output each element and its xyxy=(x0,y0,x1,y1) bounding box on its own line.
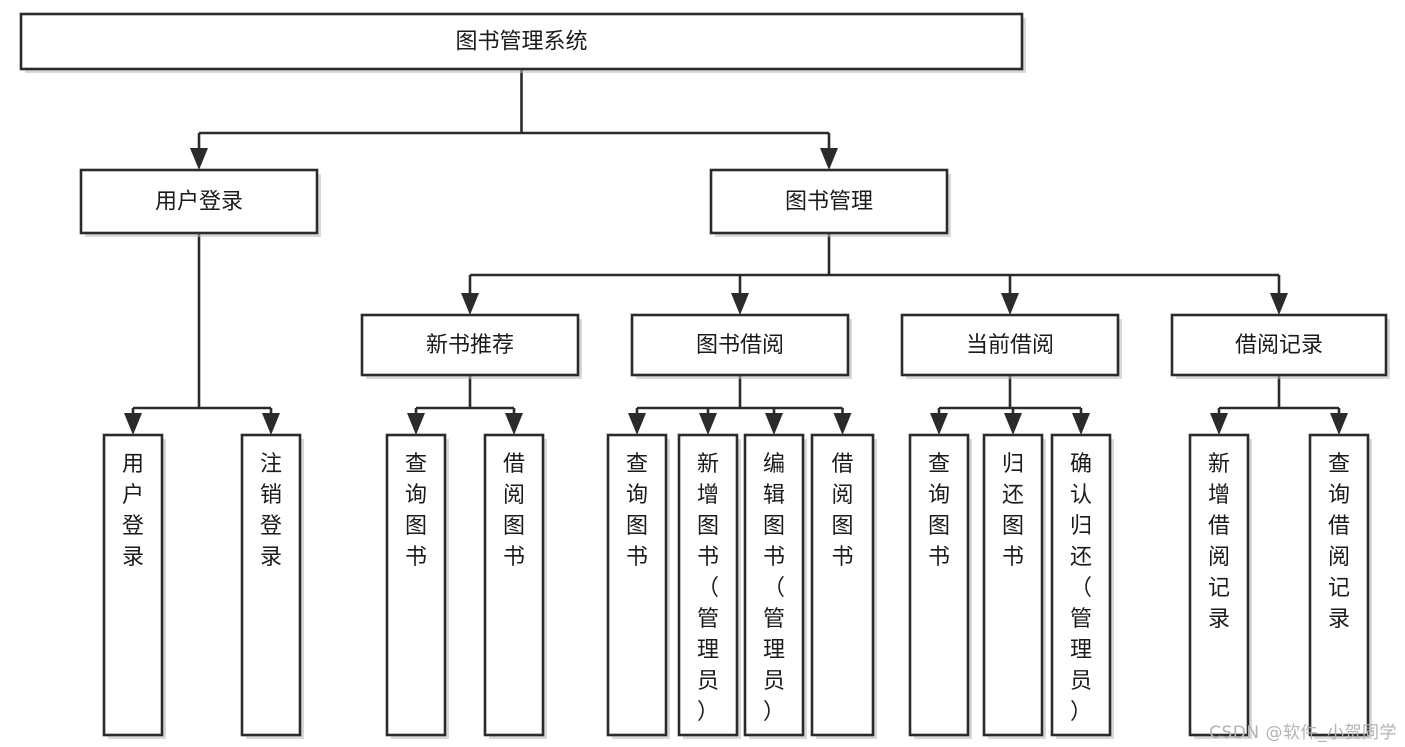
node-bb-edit-book[interactable]: 编辑图书（管理员） xyxy=(743,433,807,739)
node-current-borrow[interactable]: 当前借阅 xyxy=(900,313,1122,379)
node-label: 借阅记录 xyxy=(1235,333,1323,358)
node-label: 新增图书（管理员） xyxy=(697,452,719,725)
node-cb-confirm-return[interactable]: 确认归还（管理员） xyxy=(1050,433,1114,739)
node-rect[interactable] xyxy=(1050,433,1112,737)
arrow-head-icon xyxy=(407,413,425,435)
node-label: 新增借阅记录 xyxy=(1208,452,1230,632)
node-book-manage[interactable]: 图书管理 xyxy=(709,168,951,237)
node-label: 归还图书 xyxy=(1002,452,1024,570)
arrow-head-icon xyxy=(628,413,646,435)
node-rect[interactable] xyxy=(1308,433,1370,737)
arrow-head-icon xyxy=(262,413,280,435)
node-book-borrow[interactable]: 图书借阅 xyxy=(630,313,852,379)
node-layer: 图书管理系统用户登录图书管理用户登录注销登录新书推荐查询图书借阅图书图书借阅查询… xyxy=(19,12,1390,739)
node-rect[interactable] xyxy=(1170,313,1388,377)
arrow-head-icon xyxy=(1330,413,1348,435)
arrow-head-icon xyxy=(1210,413,1228,435)
arrow-head-icon xyxy=(820,148,838,170)
node-cb-query-book[interactable]: 查询图书 xyxy=(908,433,972,739)
node-label: 用户登录 xyxy=(122,452,144,570)
node-rect[interactable] xyxy=(1188,433,1250,737)
node-label: 查询借阅记录 xyxy=(1328,452,1350,632)
node-rect[interactable] xyxy=(102,433,164,737)
node-label: 图书管理系统 xyxy=(455,30,587,55)
arrow-head-icon xyxy=(699,413,717,435)
node-rect[interactable] xyxy=(677,433,739,737)
arrow-head-icon xyxy=(731,293,749,315)
node-new-book-recommend[interactable]: 新书推荐 xyxy=(360,313,582,379)
arrow-head-icon xyxy=(930,413,948,435)
node-label: 当前借阅 xyxy=(966,333,1054,358)
node-bb-borrow-book[interactable]: 借阅图书 xyxy=(810,433,877,739)
arrow-head-icon xyxy=(1001,293,1019,315)
node-br-add-record[interactable]: 新增借阅记录 xyxy=(1188,433,1252,739)
node-label: 注销登录 xyxy=(260,452,282,570)
node-label: 新书推荐 xyxy=(426,333,514,358)
arrow-head-icon xyxy=(1270,293,1288,315)
arrow-head-icon xyxy=(833,413,852,435)
node-rect[interactable] xyxy=(19,12,1024,71)
arrow-head-icon xyxy=(505,413,523,435)
node-label: 查询图书 xyxy=(928,452,950,570)
node-label: 图书管理 xyxy=(785,190,873,215)
node-label: 借阅图书 xyxy=(503,452,525,570)
node-rect[interactable] xyxy=(900,313,1120,377)
node-rect[interactable] xyxy=(483,433,545,737)
node-rect[interactable] xyxy=(709,168,949,235)
node-label: 查询图书 xyxy=(405,452,427,570)
node-rect[interactable] xyxy=(630,313,850,377)
node-rect[interactable] xyxy=(385,433,447,737)
arrow-head-icon xyxy=(461,293,479,315)
node-rect[interactable] xyxy=(908,433,970,737)
node-label: 借阅图书 xyxy=(831,452,853,570)
node-label: 确认归还（管理员） xyxy=(1070,452,1092,725)
node-nbr-query-book[interactable]: 查询图书 xyxy=(385,433,449,739)
node-user-login[interactable]: 用户登录 xyxy=(79,168,321,237)
node-br-query-record[interactable]: 查询借阅记录 xyxy=(1308,433,1372,739)
node-rect[interactable] xyxy=(982,433,1044,737)
node-rect[interactable] xyxy=(360,313,580,377)
node-label: 查询图书 xyxy=(626,452,648,570)
connector-layer xyxy=(124,69,1348,435)
node-label: 编辑图书（管理员） xyxy=(763,452,785,725)
node-label: 图书借阅 xyxy=(696,333,784,358)
node-bb-query-book[interactable]: 查询图书 xyxy=(606,433,670,739)
node-rect[interactable] xyxy=(79,168,319,235)
node-user-login-do[interactable]: 用户登录 xyxy=(102,433,166,739)
arrow-head-icon xyxy=(1072,413,1090,435)
arrow-head-icon xyxy=(190,148,208,170)
node-user-logout[interactable]: 注销登录 xyxy=(240,433,304,739)
node-label: 用户登录 xyxy=(155,190,243,215)
node-bb-add-book[interactable]: 新增图书（管理员） xyxy=(677,433,741,739)
node-cb-return-book[interactable]: 归还图书 xyxy=(982,433,1046,739)
arrow-head-icon xyxy=(765,413,783,435)
node-root-system[interactable]: 图书管理系统 xyxy=(19,12,1026,73)
node-borrow-record[interactable]: 借阅记录 xyxy=(1170,313,1390,379)
node-rect[interactable] xyxy=(810,433,875,737)
arrow-head-icon xyxy=(124,413,142,435)
node-nbr-borrow-book[interactable]: 借阅图书 xyxy=(483,433,547,739)
node-rect[interactable] xyxy=(240,433,302,737)
node-rect[interactable] xyxy=(606,433,668,737)
node-rect[interactable] xyxy=(743,433,805,737)
arrow-head-icon xyxy=(1004,413,1022,435)
